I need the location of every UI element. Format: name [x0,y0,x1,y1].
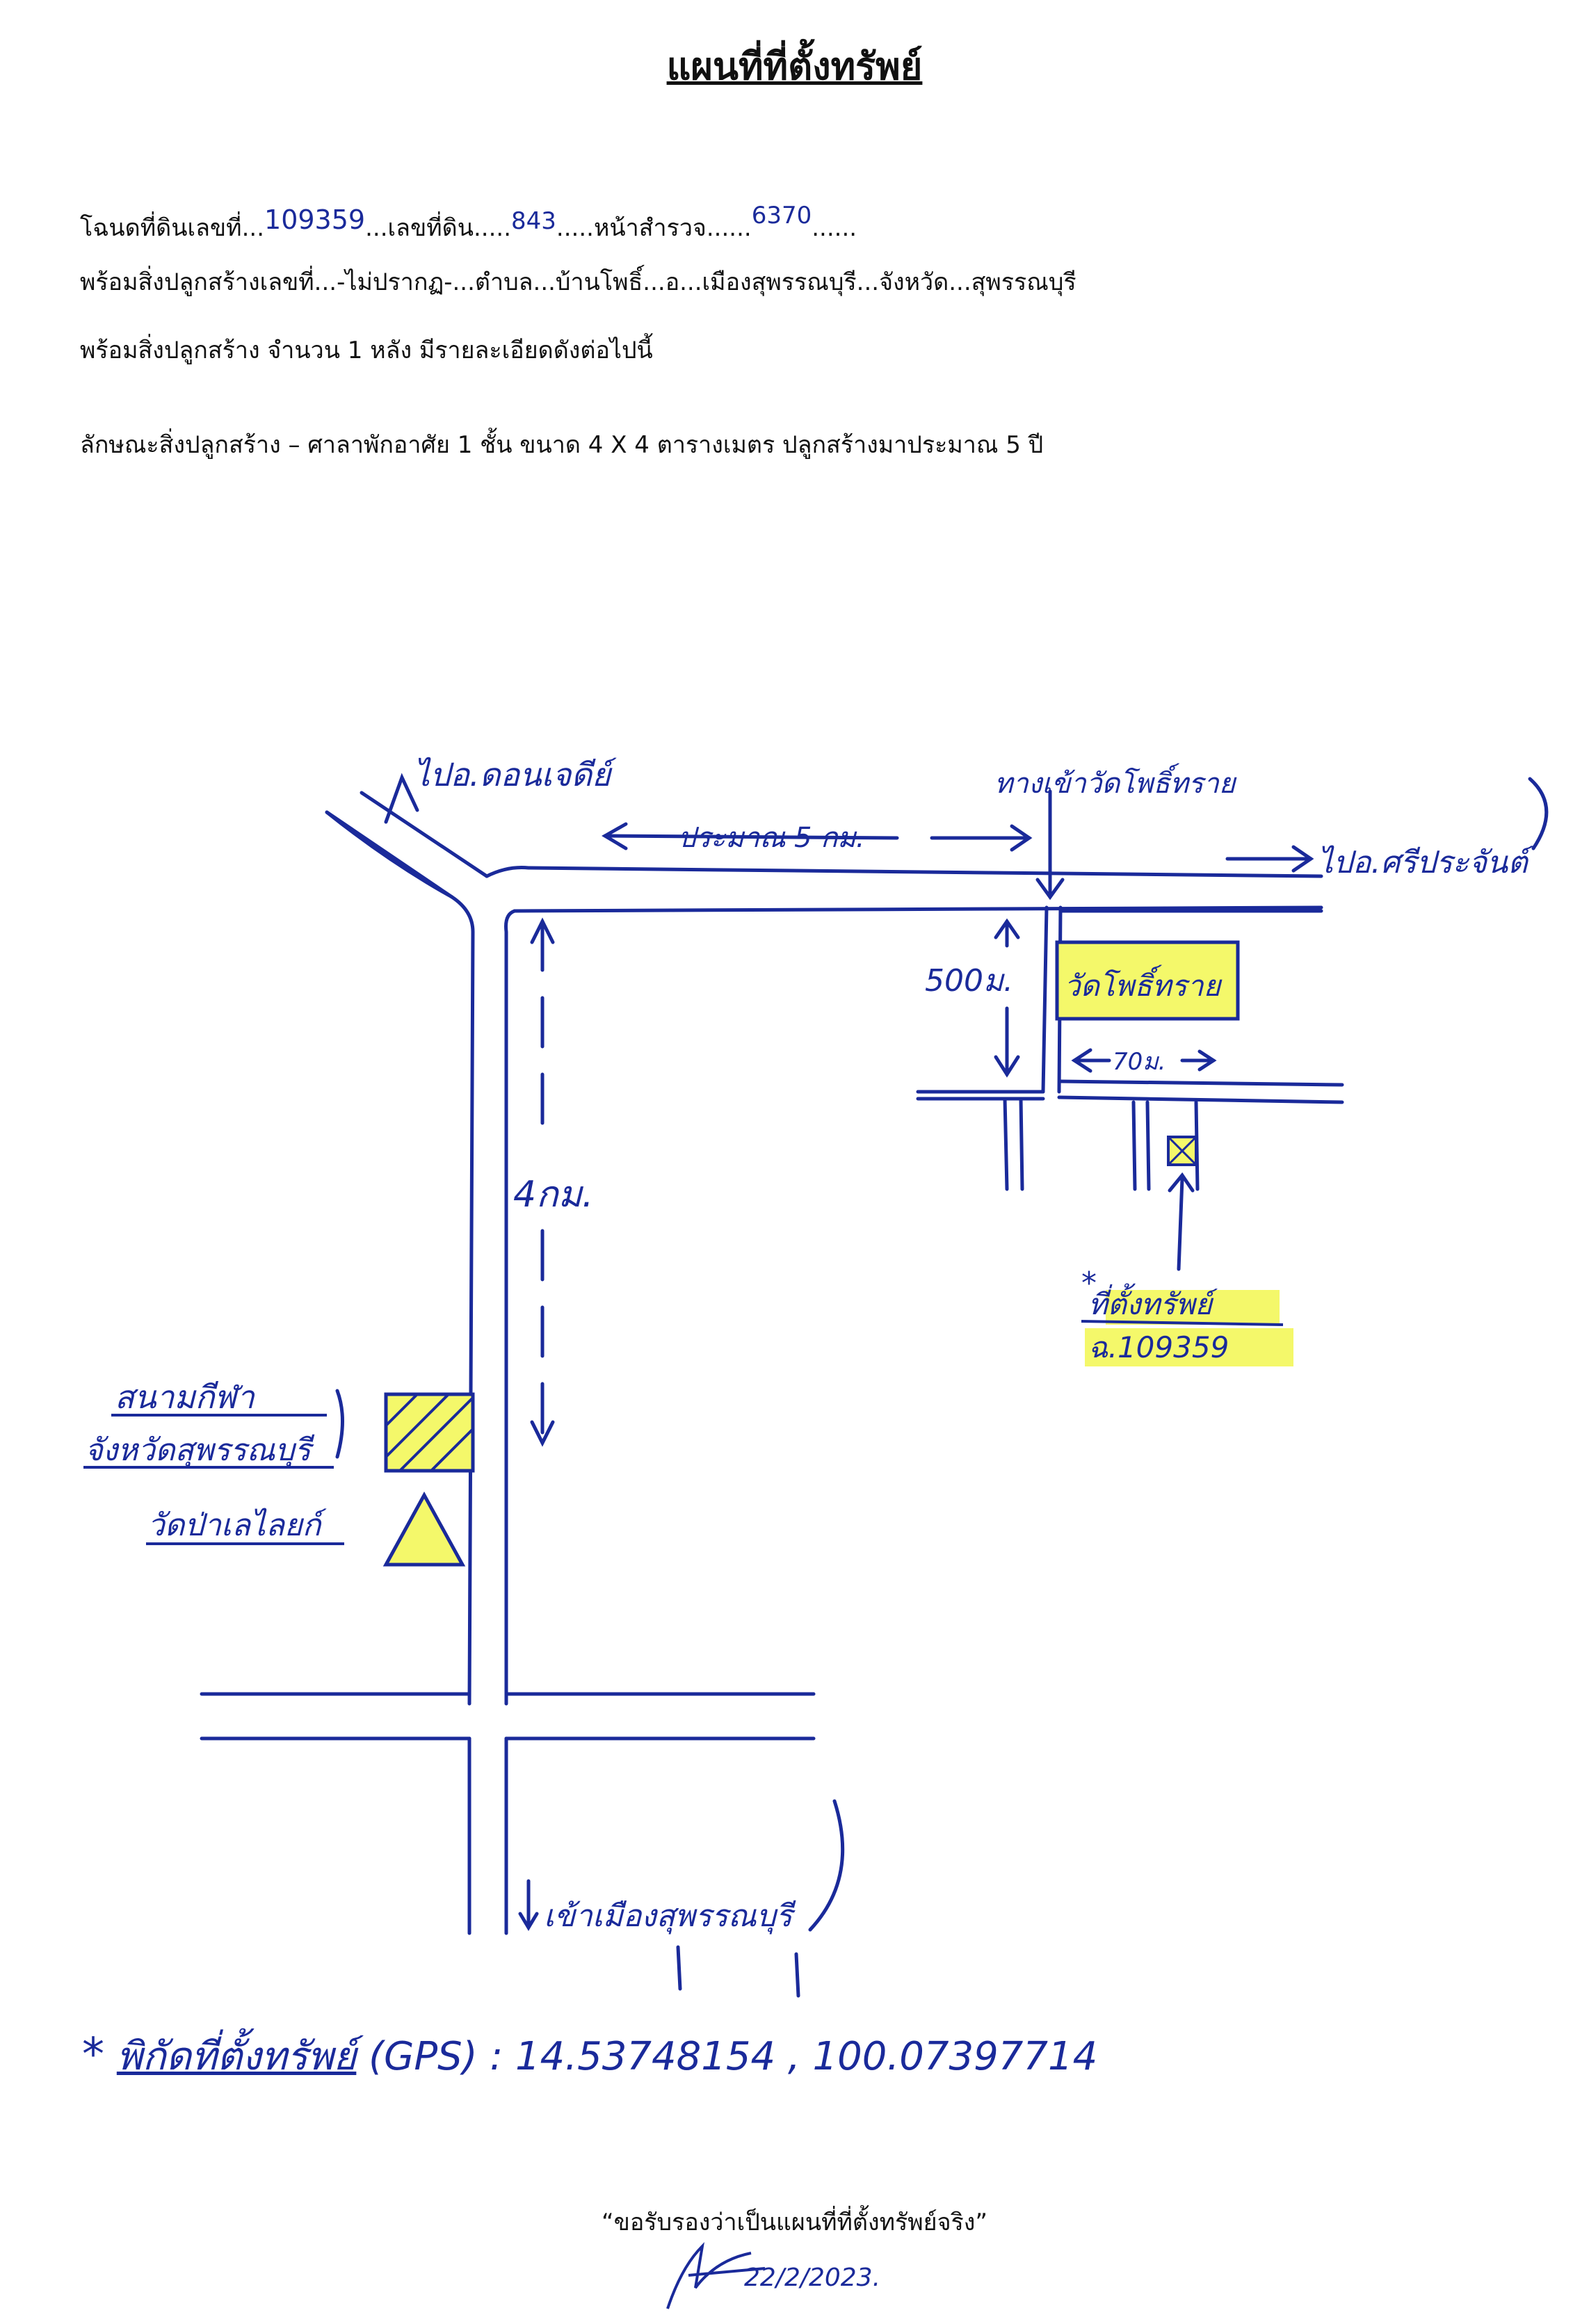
side-branch-1a [1003,1097,1009,1191]
signature-date: 22/2/2023. [744,2264,881,2292]
side-branch-2a [1131,1100,1137,1191]
arrow-4km-down-head [530,1420,555,1447]
signature [666,2242,766,2309]
address-line: พร้อมสิ่งปลูกสร้างเลขที่...-ไม่ปรากฏ-...… [80,268,1076,296]
label-4km: 4กม. [513,1174,593,1216]
stadium-hatch [385,1393,474,1472]
arrow-property-shaft [1177,1177,1184,1271]
arrow-property-head [1168,1172,1195,1193]
road-lower-edge [513,905,1323,913]
label-approx-5km: ประมาณ 5 กม. [678,822,864,854]
arrow-5km-right-head [1010,824,1033,852]
label-500m: 500ม. [925,963,1013,999]
road-main-west-edge [325,810,475,1706]
property-label-highlight [1106,1290,1280,1325]
deed-line: โฉนดที่ดินเลขที่...109359...เลขที่ดิน...… [80,202,857,242]
arrow-entrance-head [1035,878,1065,901]
side-road-top-right [1057,1095,1344,1104]
arrow-70m-right-head [1197,1049,1217,1072]
deed-prefix: โฉนดที่ดินเลขที่ [80,214,242,242]
arrow-70m-left-head [1071,1048,1092,1073]
road-diagonal-lower [360,791,489,878]
label-to-don-chedi: ไปอ.ดอนเจดีย์ [414,756,617,793]
wat-pho-sai-box [1055,940,1240,1021]
label-stadium-line2: จังหวัดสุพรรณบุรี [85,1433,315,1469]
page-title: แผนที่ที่ตั้งทรัพย์ [666,45,923,88]
swoosh-si-prachan [1528,777,1549,850]
label-wat-pa: วัดป่าเลไลยก์ [147,1508,327,1543]
label-wat-pho-sai: วัดโพธิ์ทราย [1064,965,1223,1003]
wat-boundary-bottom [1058,1079,1344,1087]
swoosh-city [808,1799,845,1932]
deed-number: 109359 [264,204,366,235]
survey-number: 6370 [751,202,812,229]
stadium-box [384,1392,475,1473]
arrow-to-don-chedi-head [384,773,419,824]
arrow-city-head [518,1912,539,1931]
star-property: * [1081,1266,1097,1301]
arrow-500m-down-head [994,1055,1020,1078]
arrow-5km-left-head [602,822,628,850]
lane-west-edge [1041,905,1049,1094]
road-upper-edge [485,866,1323,878]
tick-city-1 [794,1952,800,1998]
swoosh-stadium [335,1389,344,1459]
land-no-label: เลขที่ดิน [387,214,474,242]
wat-pa-triangle [382,1491,466,1567]
road-main-east-edge [504,909,517,1706]
property-marker-cross [1167,1136,1197,1166]
star-gps: * [82,2029,104,2081]
land-number: 843 [511,207,556,235]
property-label-underline [1081,1320,1284,1326]
survey-label: หน้าสำรวจ [593,214,707,242]
label-property-deed: ฉ.109359 [1088,1330,1229,1364]
property-deed-highlight [1085,1328,1293,1366]
gps-coordinates: * พิกัดที่ตั้งทรัพย์ (GPS) : 14.53748154… [82,2025,1097,2087]
tick-city-2 [676,1945,682,1991]
arrow-5km-left-shaft [603,834,899,840]
side-branch-1b [1019,1097,1024,1191]
arrow-500m-up-head [994,918,1020,939]
label-stadium-line1: สนามกีฬา [115,1378,256,1416]
label-wat-entrance: ทางเข้าวัดโพธิ์ทราย [994,763,1237,800]
label-to-si-prachan: ไปอ.ศรีประจันต์ [1318,845,1534,880]
arrow-4km-up-head [530,917,555,944]
side-branch-2b [1145,1100,1151,1191]
label-70m: 70ม. [1113,1048,1165,1076]
gps-label: พิกัดที่ตั้งทรัพย์ [116,2034,357,2079]
label-property: ที่ตั้งทรัพย์ [1088,1283,1218,1321]
label-to-city: เข้าเมืองสุพรรณบุรี [544,1898,796,1935]
arrow-si-prachan-head [1291,845,1314,873]
building-detail-line: ลักษณะสิ่งปลูกสร้าง – ศาลาพักอาศัย 1 ชั้… [80,431,1044,459]
gps-value: (GPS) : 14.53748154 , 100.07397714 [369,2034,1098,2079]
certification-text: “ขอรับรองว่าเป็นแผนที่ที่ตั้งทรัพย์จริง” [601,2209,988,2236]
building-count-line: พร้อมสิ่งปลูกสร้าง จำนวน 1 หลัง มีรายละเ… [80,337,653,364]
